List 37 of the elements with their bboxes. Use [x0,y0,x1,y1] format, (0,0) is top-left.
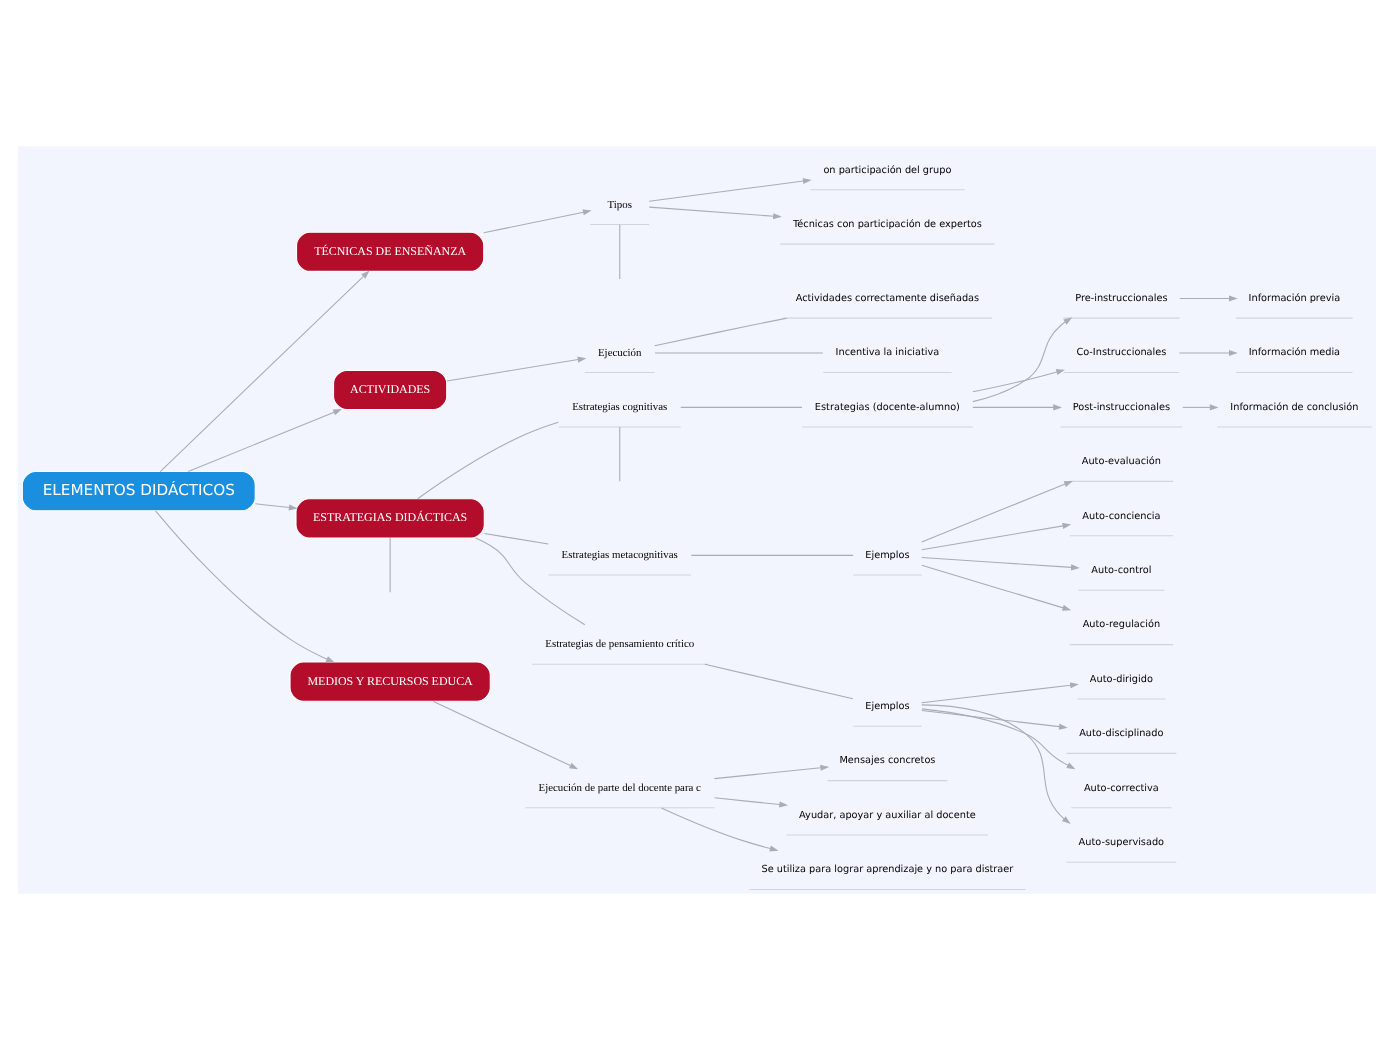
arrow [971,404,1061,411]
arrow [154,510,334,663]
arrow [659,807,778,852]
connector [689,554,853,556]
arrow [971,317,1072,403]
arrow [920,682,1078,704]
connector [618,426,620,482]
arrow [431,700,578,770]
arrow [920,709,1067,730]
arrow [186,409,341,473]
arrow [158,270,369,473]
connector [618,224,620,280]
arrow [1178,295,1237,302]
arrow [253,503,297,511]
arrow [712,797,787,808]
arrow [920,557,1079,571]
arrow [920,480,1072,543]
connector [679,406,802,408]
connector [388,537,390,593]
arrow [1177,349,1237,357]
arrow [920,564,1071,611]
arrow [647,178,811,202]
arrow [920,704,1070,824]
arrow [482,209,591,234]
connector [653,317,787,347]
connector [416,421,558,500]
arrow [647,206,781,220]
arrow [971,369,1064,393]
connector [653,352,823,354]
arrow [920,708,1075,770]
arrow [445,356,586,382]
connector [474,537,585,626]
connector [703,663,853,700]
arrow [1181,404,1218,411]
arrow [920,522,1071,551]
arrow [712,764,829,780]
connector [482,533,548,545]
